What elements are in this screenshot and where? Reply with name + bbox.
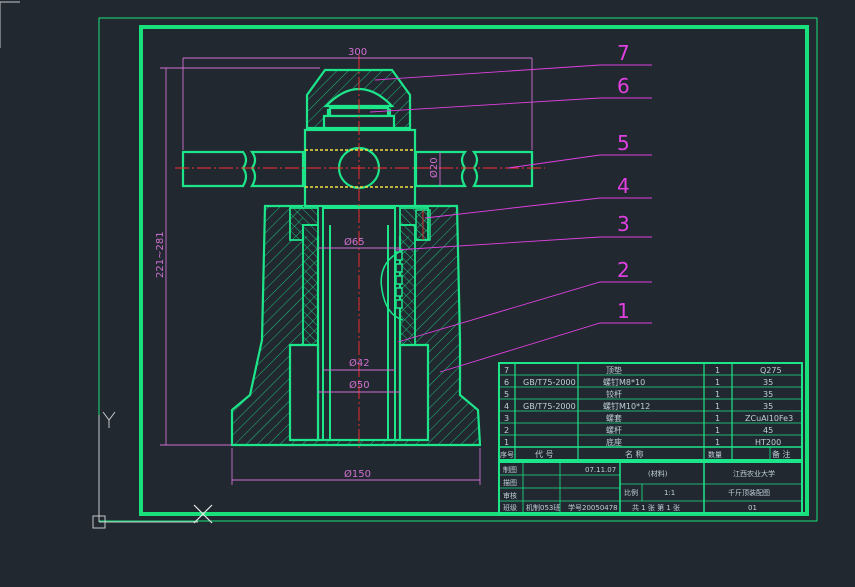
dimension-lines (160, 57, 533, 485)
balloon-1: 1 (617, 299, 630, 323)
top-pad (305, 68, 412, 130)
balloon-leaders (369, 64, 652, 373)
role-traced: 描图 (503, 478, 517, 487)
row-name: 螺钉M10*12 (603, 401, 650, 411)
thread-teeth (380, 249, 404, 321)
row-name: 螺钉M8*10 (603, 377, 645, 387)
role-class: 班级 (503, 503, 517, 512)
row-name: 底座 (606, 437, 622, 447)
dim-dia-20: Ø20 (428, 157, 440, 178)
role-drafted: 制图 (503, 465, 517, 474)
row-name: 顶垫 (606, 365, 622, 375)
row-no: 4 (504, 402, 509, 411)
header-name: 名 称 (625, 449, 644, 459)
drawing-number: 01 (748, 504, 757, 512)
centerlines (175, 55, 545, 450)
row-code: GB/T75-2000 (523, 378, 576, 387)
balloon-5: 5 (617, 131, 630, 155)
header-remark: 备 注 (772, 449, 791, 459)
row-no: 6 (504, 378, 509, 387)
row-no: 1 (504, 438, 509, 447)
balloon-2: 2 (617, 258, 630, 282)
row-qty: 1 (715, 402, 720, 411)
cursor-crosshair[interactable] (193, 504, 213, 524)
row-material: HT200 (755, 438, 781, 447)
balloon-4: 4 (617, 174, 630, 198)
bar-hole-threads (305, 149, 415, 188)
title-block-text: 制图 描图 审核 班级 07.11.07 机制053班 学号20050478 (… (503, 465, 775, 512)
balloon-7: 7 (617, 41, 630, 65)
row-material: 45 (763, 426, 773, 435)
drawing-name: 千斤顶装配图 (728, 488, 770, 497)
base-body (230, 204, 482, 447)
row-material: 35 (763, 378, 773, 387)
dim-dia-150: Ø150 (344, 468, 371, 480)
row-qty: 1 (715, 438, 720, 447)
row-qty: 1 (715, 414, 720, 423)
row-qty: 1 (715, 366, 720, 375)
row-material: 35 (763, 402, 773, 411)
row-name: 螺杆 (606, 425, 622, 435)
dim-dia-42: Ø42 (349, 357, 370, 369)
balloon-3: 3 (617, 212, 630, 236)
ratio-value: 1:1 (664, 489, 675, 497)
school-name: 江西农业大学 (733, 469, 775, 478)
ratio-label: 比例 (624, 488, 638, 497)
set-screw (415, 209, 431, 241)
dim-height: 221~281 (155, 231, 166, 278)
material-label: (材料) (648, 469, 668, 478)
row-no: 3 (504, 414, 509, 423)
role-checked: 审核 (503, 491, 517, 500)
dim-dia-65: Ø65 (344, 236, 365, 248)
dim-dia-50: Ø50 (349, 379, 370, 391)
balloon-numbers: 7 6 5 4 3 2 1 (617, 41, 630, 323)
row-name: 铰杆 (606, 389, 622, 399)
parts-list-table (498, 362, 803, 461)
row-material: Q275 (760, 366, 782, 375)
row-qty: 1 (715, 390, 720, 399)
drawing-frame (139, 25, 809, 516)
title-block-frame (498, 461, 803, 514)
nut-sleeve (289, 207, 429, 346)
class-name: 机制053班 (526, 503, 560, 512)
outer-border (98, 17, 818, 522)
ucs-corner-mark (0, 1, 20, 48)
row-qty: 1 (715, 426, 720, 435)
sheet-count: 共 1 张 第 1 张 (632, 503, 680, 512)
row-name: 螺套 (606, 413, 622, 423)
parts-list-rows: 7 顶垫 1 Q275 6 GB/T75-2000 螺钉M8*10 1 35 5… (500, 365, 793, 459)
header-no: 序号 (500, 450, 514, 459)
balloon-6: 6 (617, 74, 630, 98)
draw-date: 07.11.07 (585, 466, 616, 474)
tommy-bar (181, 146, 534, 190)
row-qty: 1 (715, 378, 720, 387)
student-id: 学号20050478 (568, 503, 618, 512)
header-qty: 数量 (708, 450, 722, 459)
row-material: ZCuAl10Fe3 (745, 414, 793, 423)
row-no: 7 (504, 366, 509, 375)
dim-width-300: 300 (348, 47, 367, 58)
dimension-texts: 300 221~281 Ø20 Ø65 Ø42 Ø50 Ø150 (155, 47, 440, 480)
row-no: 2 (504, 426, 509, 435)
row-material: 35 (763, 390, 773, 399)
row-code: GB/T75-2000 (523, 402, 576, 411)
ucs-icon (92, 411, 198, 529)
header-code: 代 号 (535, 449, 554, 459)
row-no: 5 (504, 390, 509, 399)
